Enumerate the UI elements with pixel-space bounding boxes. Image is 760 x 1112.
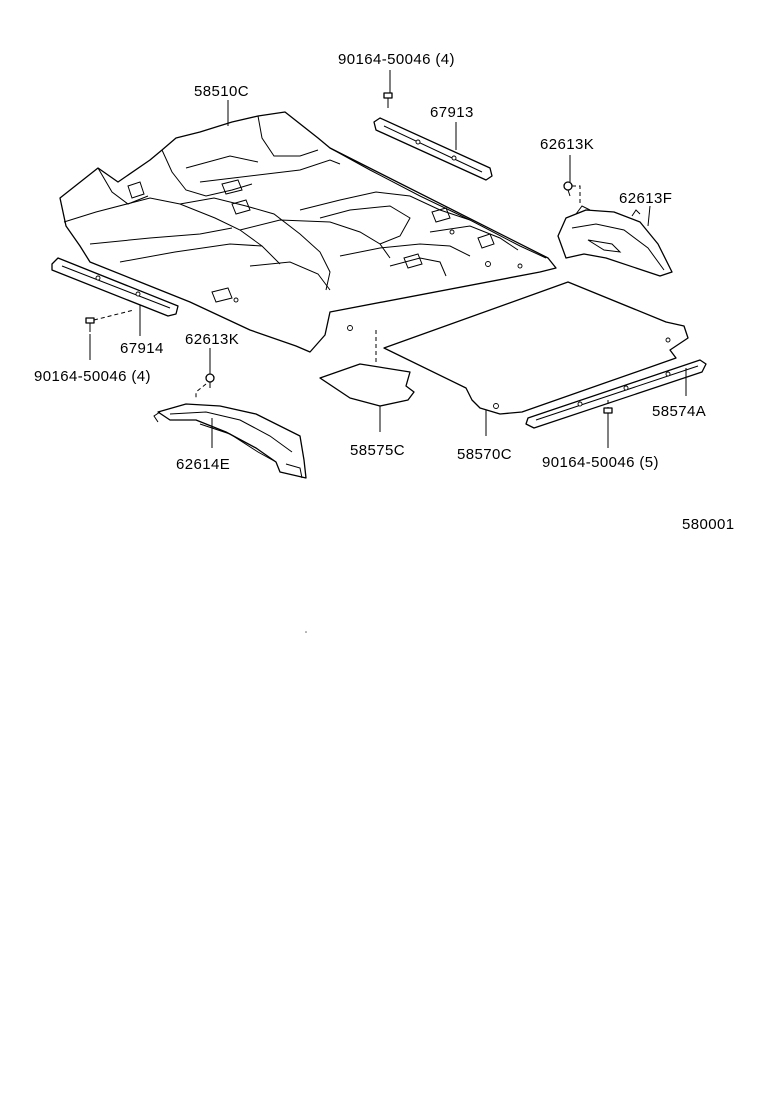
- figure-number: 580001: [682, 516, 734, 533]
- label-rail-left: 67914: [120, 340, 164, 357]
- label-wheelhouse-right: 62613F: [619, 190, 672, 207]
- bolt-top: [383, 92, 393, 108]
- label-clip-left: 62613K: [185, 331, 239, 348]
- bolt-rear: [603, 407, 613, 422]
- clip-left: [205, 373, 215, 388]
- clip-right: [563, 181, 573, 197]
- rail-67914: [51, 257, 179, 317]
- speck: [305, 631, 307, 633]
- label-mat-small: 58575C: [350, 442, 405, 459]
- front-floor-carpet: [59, 111, 557, 353]
- wheelhouse-cover-62613F: [557, 205, 673, 277]
- rear-floor-mat: [383, 281, 689, 415]
- small-floor-mat: [319, 363, 415, 407]
- rail-67913: [373, 117, 493, 181]
- label-rail-right: 67913: [430, 104, 474, 121]
- wheelhouse-cover-62614E: [153, 403, 307, 479]
- bolt-left: [85, 317, 95, 332]
- label-rail-rear: 58574A: [652, 403, 706, 420]
- label-carpet-front: 58510C: [194, 83, 249, 100]
- label-bolt-left: 90164-50046 (4): [34, 368, 151, 385]
- label-clip-right: 62613K: [540, 136, 594, 153]
- label-wheelhouse-left: 62614E: [176, 456, 230, 473]
- rail-58574A: [525, 359, 707, 429]
- label-bolt-top: 90164-50046 (4): [338, 51, 455, 68]
- label-bolt-rear: 90164-50046 (5): [542, 454, 659, 471]
- label-mat-rear: 58570C: [457, 446, 512, 463]
